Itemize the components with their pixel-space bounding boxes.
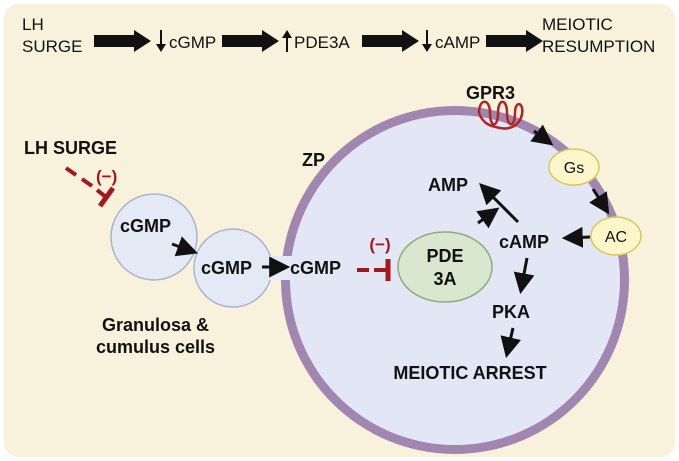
header-camp: cAMP [435,33,480,52]
header-meiotic-line1: MEIOTIC [542,15,613,34]
meiotic-arrest-label: MEIOTIC ARREST [393,363,546,383]
pka-to-arrest-arrow [500,327,522,359]
header-flow: LH SURGE cGMP PDE3A cAMP MEIOTIC RESUMPT… [22,15,655,56]
down-arrow-icon [422,30,432,52]
oocyte-cgmp: cGMP [290,258,341,278]
granulosa-label-line1: Granulosa & [102,315,209,335]
cgmp-transfer-arrow-1 [171,236,198,257]
lh-inhibit-sign: (−) [96,167,117,186]
ac-label: AC [605,229,627,246]
header-pde3a: PDE3A [294,33,350,52]
gpr3-to-gs-arrow [530,124,554,146]
gs-to-ac-arrow [589,188,610,215]
pde3a-label-line1: PDE [426,246,463,266]
pde3a-node [397,231,493,303]
flow-arrow-2 [222,30,279,52]
up-arrow-icon [282,30,292,52]
granulosa-cgmp-1: cGMP [120,216,171,236]
lh-surge-label: LH SURGE [24,138,117,158]
zp-label: ZP [302,150,325,170]
camp-label: cAMP [499,232,549,252]
gs-label: Gs [564,160,584,177]
header-cgmp: cGMP [169,33,216,52]
flow-arrow-4 [486,30,543,52]
lh-inhibit-symbol [64,166,116,208]
pde-inhibit-sign: (−) [369,235,390,254]
camp-to-amp-arrow [479,183,520,224]
camp-to-pka-arrow [513,257,535,295]
granulosa-cell-1 [110,193,198,281]
pka-label: PKA [492,302,530,322]
flow-arrow-1 [94,30,151,52]
gs-node [548,148,600,186]
pde3a-label-line2: 3A [433,269,456,289]
granulosa-cgmp-2: cGMP [201,258,252,278]
header-lh-line1: LH [22,15,44,34]
header-meiotic-line2: RESUMPTION [542,37,655,56]
ac-to-camp-arrow [561,226,591,248]
amp-label: AMP [428,175,468,195]
header-lh-line2: SURGE [22,37,82,56]
pde-inhibit-symbol [357,259,391,281]
gpr3-receptor-icon [477,100,524,130]
down-arrow-icon [156,30,166,52]
pde-catalysis-arrow [476,207,500,229]
granulosa-label-line2: cumulus cells [96,337,215,357]
ac-node [590,216,642,256]
gpr3-label: GPR3 [466,83,515,103]
flow-arrow-3 [362,30,419,52]
